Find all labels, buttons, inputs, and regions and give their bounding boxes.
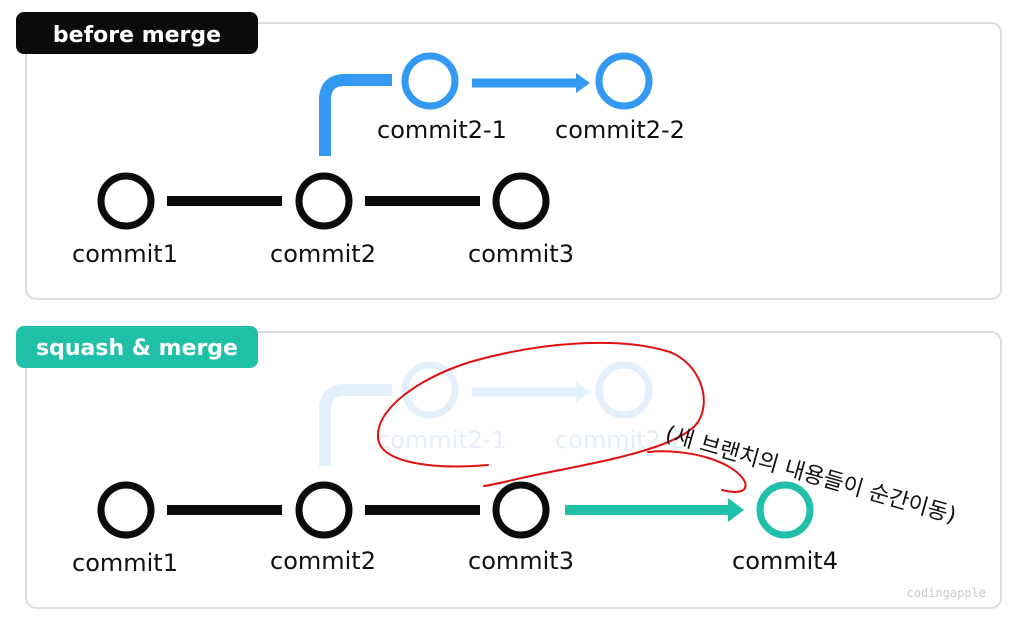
faded-commit2-2-node bbox=[595, 361, 653, 419]
faded-commit2-2-label: commit2-2 bbox=[555, 426, 685, 454]
commit2-node bbox=[295, 172, 353, 230]
commit1-node bbox=[97, 481, 155, 539]
before-merge-panel bbox=[25, 22, 1002, 300]
faded-branch-path bbox=[319, 384, 392, 466]
commit2-1-node bbox=[401, 52, 459, 110]
commit3-node bbox=[492, 481, 550, 539]
before-merge-title: before merge bbox=[53, 23, 221, 48]
squash-merge-title: squash & merge bbox=[36, 336, 238, 361]
commit2-label: commit2 bbox=[270, 547, 376, 575]
before-merge-badge bbox=[16, 12, 258, 54]
faded-commit2-1-label: commit2-1 bbox=[377, 426, 507, 454]
squash-merge-panel bbox=[25, 331, 1002, 609]
commit2-1-label: commit2-1 bbox=[377, 116, 507, 144]
commit4-label: commit4 bbox=[732, 547, 838, 575]
commit2-2-label: commit2-2 bbox=[555, 116, 685, 144]
annotation-arrow bbox=[647, 450, 747, 493]
branch-arrowhead bbox=[576, 73, 590, 93]
branch-path bbox=[319, 74, 392, 156]
faded-branch-arrowhead bbox=[576, 382, 590, 402]
commit3-node bbox=[492, 172, 550, 230]
commit1-label: commit1 bbox=[72, 549, 178, 577]
faded-commit2-1-node bbox=[401, 361, 459, 419]
annotation-loop bbox=[376, 341, 705, 487]
commit3-label: commit3 bbox=[468, 240, 574, 268]
commit4-node bbox=[756, 481, 814, 539]
watermark: codingapple bbox=[907, 586, 986, 600]
commit2-2-node bbox=[595, 52, 653, 110]
commit2-node bbox=[295, 481, 353, 539]
commit3-label: commit3 bbox=[468, 547, 574, 575]
commit1-label: commit1 bbox=[72, 240, 178, 268]
commit2-label: commit2 bbox=[270, 240, 376, 268]
squash-arrowhead bbox=[728, 498, 744, 522]
commit1-node bbox=[97, 172, 155, 230]
squash-merge-badge bbox=[16, 326, 258, 368]
